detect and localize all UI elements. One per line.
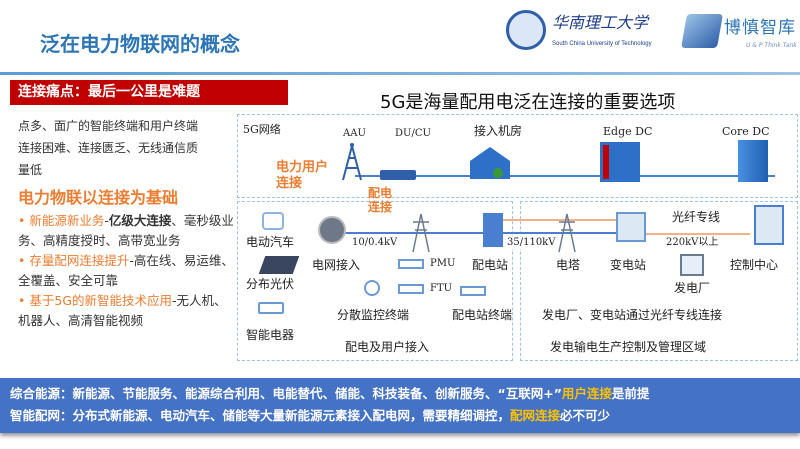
university-seal-logo (506, 10, 546, 50)
pylon-icon (412, 213, 430, 253)
distribution-station-icon (483, 213, 503, 247)
5g-network-label: 5G网络 (243, 123, 281, 136)
smart-meter-icon (318, 216, 346, 244)
station-terminal-label: 配电站终端 (452, 308, 513, 322)
ducu-device-icon (380, 170, 416, 180)
think-tank-en: U & P Think Tank (746, 42, 797, 49)
pain-line-2: 连接困难、连接匮乏、无线通信质 (18, 141, 199, 155)
edge-dc-building-icon (600, 142, 640, 182)
diagram-title: 5G是海量配用电泛在连接的重要选项 (380, 92, 676, 113)
appliance-icon (258, 302, 284, 314)
pmu-label: PMU (430, 258, 456, 269)
backbone-line (355, 175, 775, 177)
page-title: 泛在电力物联网的概念 (40, 32, 240, 56)
distribution-area (237, 201, 513, 361)
university-en: South China University of Technology (552, 41, 652, 47)
university-name: 华南理工大学 (552, 13, 649, 32)
header-divider (0, 72, 800, 75)
fiber-label: 光纤专线 (672, 210, 721, 224)
solar-panel-icon (258, 256, 300, 274)
core-dc-label: Core DC (722, 125, 770, 138)
voltage-high-label: 220kV以上 (666, 237, 719, 249)
ev-icon (262, 212, 284, 230)
aau-label: AAU (343, 128, 366, 139)
left-column: 点多、面广的智能终端和用户终端 连接困难、连接匮乏、无线通信质 量低 电力物联以… (18, 115, 235, 331)
access-room-label: 接入机房 (474, 124, 523, 138)
think-tank-name: 博慎智库 (724, 18, 796, 38)
fiber-note: 发电厂、变电站通过光纤专线连接 (542, 308, 723, 322)
bullet-2: •存量配网连接提升-高在线、易运维、全覆盖、安全可靠 (18, 253, 234, 288)
monitor-terminal-label: 分散监控终端 (337, 308, 410, 322)
pain-line-1: 点多、面广的智能终端和用户终端 (18, 119, 199, 133)
voltage-mid-label: 35/110kV (507, 237, 556, 249)
power-tower-icon (558, 213, 576, 253)
power-plant-icon (680, 254, 704, 276)
basis-title: 电力物联以连接为基础 (18, 188, 179, 207)
5g-network-area (237, 114, 798, 198)
substation-icon (616, 212, 646, 242)
pv-label: 分布光伏 (246, 277, 295, 291)
control-center-label: 控制中心 (730, 258, 779, 272)
core-dc-building-icon (738, 140, 768, 182)
ev-label: 电动汽车 (246, 235, 295, 249)
pmu-device-icon (398, 259, 424, 269)
tower-label: 电塔 (556, 258, 581, 272)
bullet-1: •新能源新业务-亿级大连接、毫秒级业务、高精度授时、高带宽业务 (18, 213, 234, 248)
station-terminal-icon (460, 286, 486, 296)
substation-label: 变电站 (610, 258, 647, 272)
user-connection-label: 电力用户连接 (276, 160, 329, 191)
voltage-low-label: 10/0.4kV (352, 237, 398, 248)
distribution-connection-label: 配电连接 (368, 186, 393, 214)
monitor-terminal-icon (364, 280, 380, 296)
distribution-area-label: 配电及用户接入 (345, 340, 430, 354)
fiber-line-2 (620, 233, 750, 235)
footer-line-1: 综合能源：新能源、节能服务、能源综合利用、电能替代、储能、科技装备、创新服务、“… (10, 386, 650, 401)
pain-point-banner: 连接痛点：最后一公里是难题 (10, 80, 288, 105)
think-tank-logo-icon (681, 14, 723, 48)
access-room-icon (470, 147, 510, 179)
grid-access-label: 电网接入 (312, 258, 361, 272)
pain-line-3: 量低 (18, 163, 43, 177)
appliance-label: 智能电器 (246, 328, 295, 342)
control-center-icon (754, 205, 784, 245)
ftu-device-icon (398, 284, 424, 294)
edge-dc-label: Edge DC (603, 125, 653, 138)
footer-band: 综合能源：新能源、节能服务、能源综合利用、电能替代、储能、科技装备、创新服务、“… (0, 378, 800, 433)
generation-area (520, 201, 798, 361)
distribution-station-label: 配电站 (472, 258, 509, 272)
antenna-tower-icon (342, 143, 362, 181)
footer-line-2: 智能配网：分布式新能源、电动汽车、储能等大量新能源元素接入配电网，需要精细调控，… (10, 408, 611, 423)
bullet-3: •基于5G的新智能技术应用-无人机、机器人、高清智能视频 (18, 293, 227, 328)
fiber-line-1 (485, 219, 635, 221)
ducu-label: DU/CU (395, 128, 431, 139)
ftu-label: FTU (430, 283, 453, 294)
power-plant-label: 发电厂 (674, 281, 711, 295)
generation-area-label: 发电输电生产控制及管理区域 (550, 340, 707, 354)
